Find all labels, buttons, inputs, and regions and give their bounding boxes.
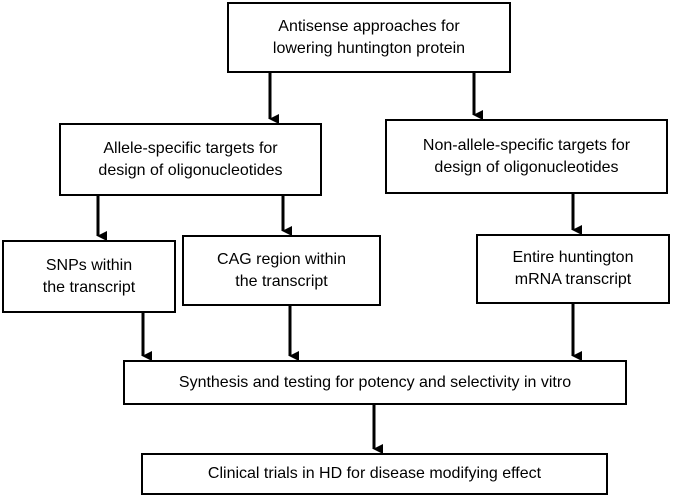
snps-label: SNPs within the transcript <box>42 256 136 296</box>
cag-region-box: CAG region within the transcript <box>182 235 381 306</box>
allele-specific-label: Allele-specific targets for design of ol… <box>98 139 283 179</box>
cag-region-label: CAG region within the transcript <box>217 250 346 290</box>
synthesis-label: Synthesis and testing for potency and se… <box>178 373 572 391</box>
non-allele-specific-box: Non-allele-specific targets for design o… <box>385 119 668 194</box>
allele-specific-box: Allele-specific targets for design of ol… <box>59 123 322 196</box>
non-allele-specific-label: Non-allele-specific targets for design o… <box>422 136 631 176</box>
entire-mrna-box: Entire huntington mRNA transcript <box>476 234 670 304</box>
clinical-trials-box: Clinical trials in HD for disease modify… <box>141 453 608 495</box>
root-label: Antisense approaches for lowering huntin… <box>272 17 466 57</box>
snps-box: SNPs within the transcript <box>2 240 176 313</box>
root-box: Antisense approaches for lowering huntin… <box>227 2 511 73</box>
synthesis-box: Synthesis and testing for potency and se… <box>123 360 627 405</box>
entire-mrna-label: Entire huntington mRNA transcript <box>512 249 634 288</box>
clinical-trials-label: Clinical trials in HD for disease modify… <box>207 465 542 482</box>
